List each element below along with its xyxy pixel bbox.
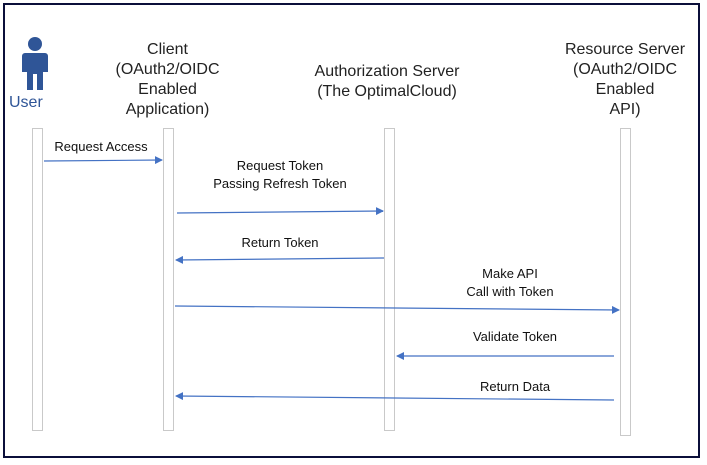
participant-resource-label: Resource Server (OAuth2/OIDC Enabled API… <box>564 41 686 118</box>
message-make-api-call: Make API Call with Token <box>466 266 554 299</box>
lifeline-user <box>32 128 43 431</box>
lifeline-client <box>163 128 174 431</box>
arrow-make-api-call <box>174 305 620 314</box>
arrow-request-token <box>176 207 384 216</box>
arrow-return-token <box>175 255 385 264</box>
participant-client-label: Client (OAuth2/OIDC Enabled Application) <box>115 41 220 118</box>
message-request-token: Request Token Passing Refresh Token <box>213 158 347 191</box>
arrow-request-access <box>43 156 163 165</box>
person-icon <box>22 37 48 90</box>
arrow-return-data <box>175 392 615 401</box>
message-request-access: Request Access <box>54 139 148 154</box>
participant-user-label: User <box>9 94 43 111</box>
message-return-data: Return Data <box>479 379 551 394</box>
participant-auth-label: Authorization Server (The OptimalCloud) <box>314 63 460 100</box>
message-return-token: Return Token <box>241 235 319 250</box>
lifeline-auth <box>384 128 395 431</box>
lifeline-resource <box>620 128 631 436</box>
message-validate-token: Validate Token <box>472 329 558 344</box>
diagram-frame <box>3 3 700 458</box>
